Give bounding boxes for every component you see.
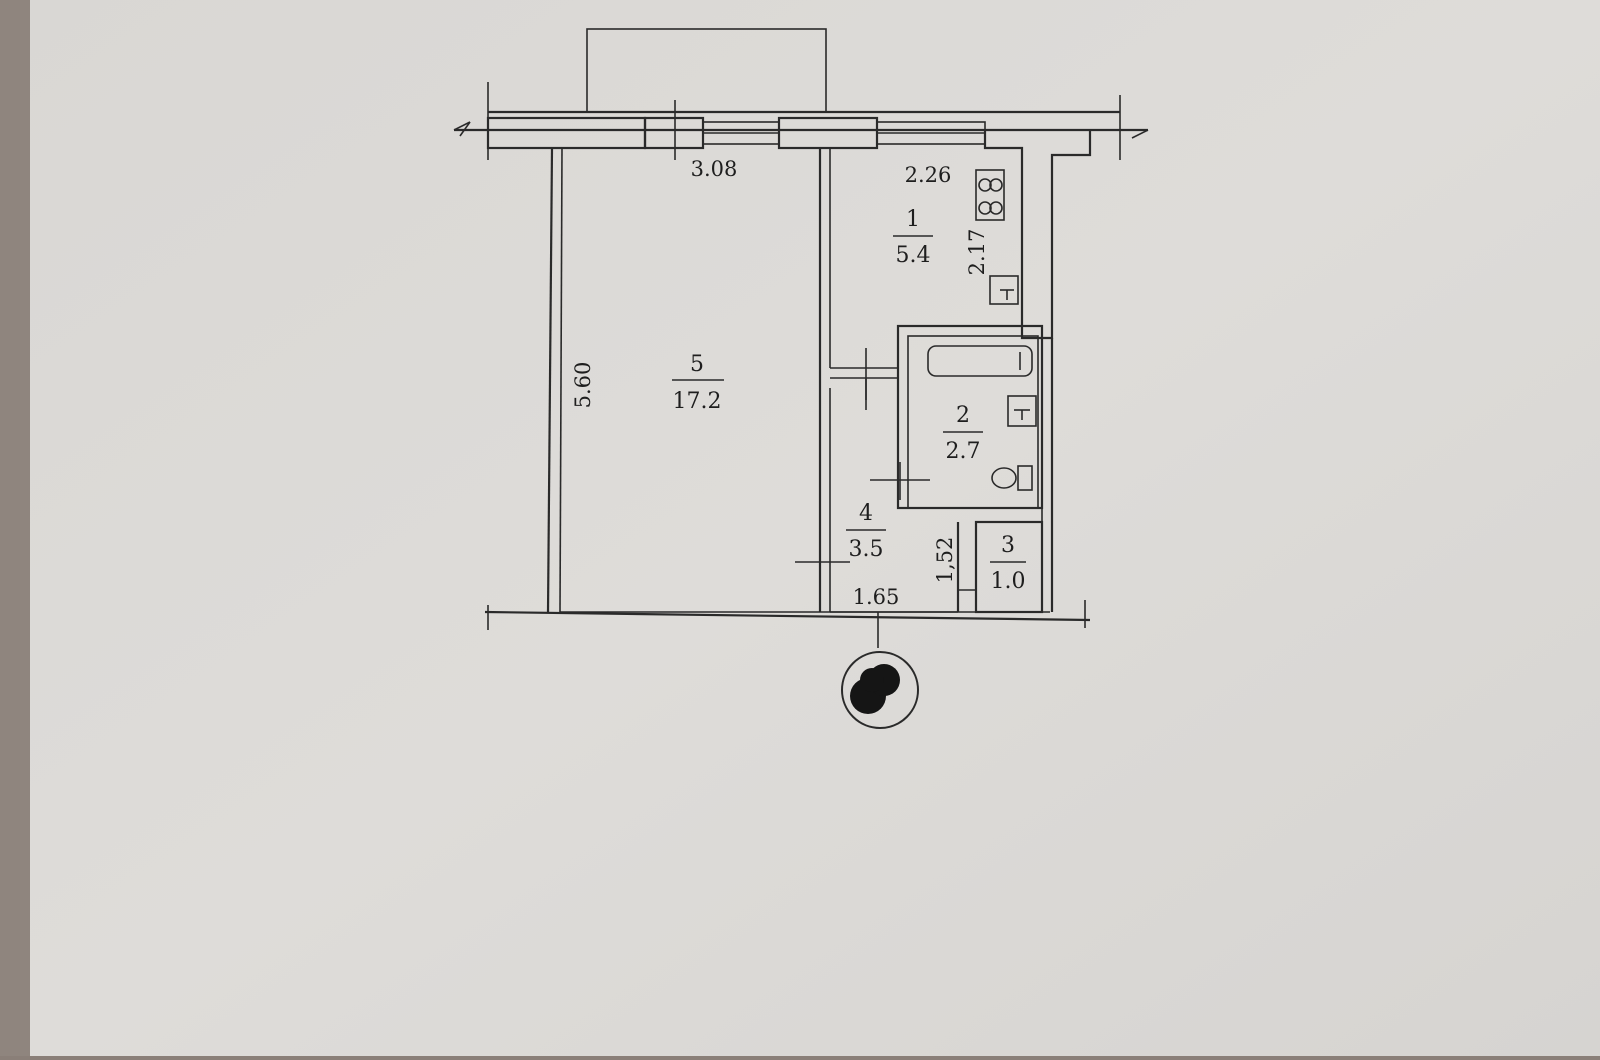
interior-walls bbox=[795, 148, 1044, 614]
paper-edge bbox=[0, 0, 30, 1056]
dimension-kitchen-height: 2.17 bbox=[965, 229, 989, 276]
paper bbox=[30, 0, 1600, 1056]
dimension-top-left: 3.08 bbox=[691, 157, 738, 181]
room-3-label: 3 1.0 bbox=[990, 533, 1026, 594]
ink-stamp bbox=[841, 651, 919, 729]
room-number: 2 bbox=[956, 403, 970, 428]
closet-wall bbox=[974, 520, 1044, 614]
toilet-icon bbox=[991, 465, 1033, 491]
room-area: 5.4 bbox=[896, 243, 931, 268]
room-number: 5 bbox=[690, 352, 704, 377]
room-number: 4 bbox=[859, 501, 873, 526]
room-area: 2.7 bbox=[946, 439, 981, 464]
stove-icon bbox=[975, 169, 1005, 221]
top-wall bbox=[453, 82, 1149, 160]
dimension-closet-height: 1,52 bbox=[933, 537, 957, 584]
dimension-left-height: 5.60 bbox=[571, 362, 595, 409]
room-number: 1 bbox=[906, 207, 920, 232]
room-area: 3.5 bbox=[849, 537, 884, 562]
room-5-label: 5 17.2 bbox=[672, 352, 724, 414]
dimension-hall-width: 1.65 bbox=[853, 585, 900, 609]
room-1-label: 1 5.4 bbox=[893, 207, 933, 268]
room-area: 17.2 bbox=[673, 389, 722, 414]
bathtub-icon bbox=[927, 345, 1033, 377]
riser-shaft bbox=[983, 130, 1092, 340]
washbasin-icon bbox=[1007, 395, 1037, 427]
sink-icon bbox=[989, 275, 1019, 305]
room-2-label: 2 2.7 bbox=[943, 403, 983, 464]
room-4-label: 4 3.5 bbox=[846, 501, 886, 562]
room-area: 1.0 bbox=[991, 569, 1026, 594]
dimension-top-right: 2.26 bbox=[905, 163, 952, 187]
room-number: 3 bbox=[1001, 533, 1015, 558]
